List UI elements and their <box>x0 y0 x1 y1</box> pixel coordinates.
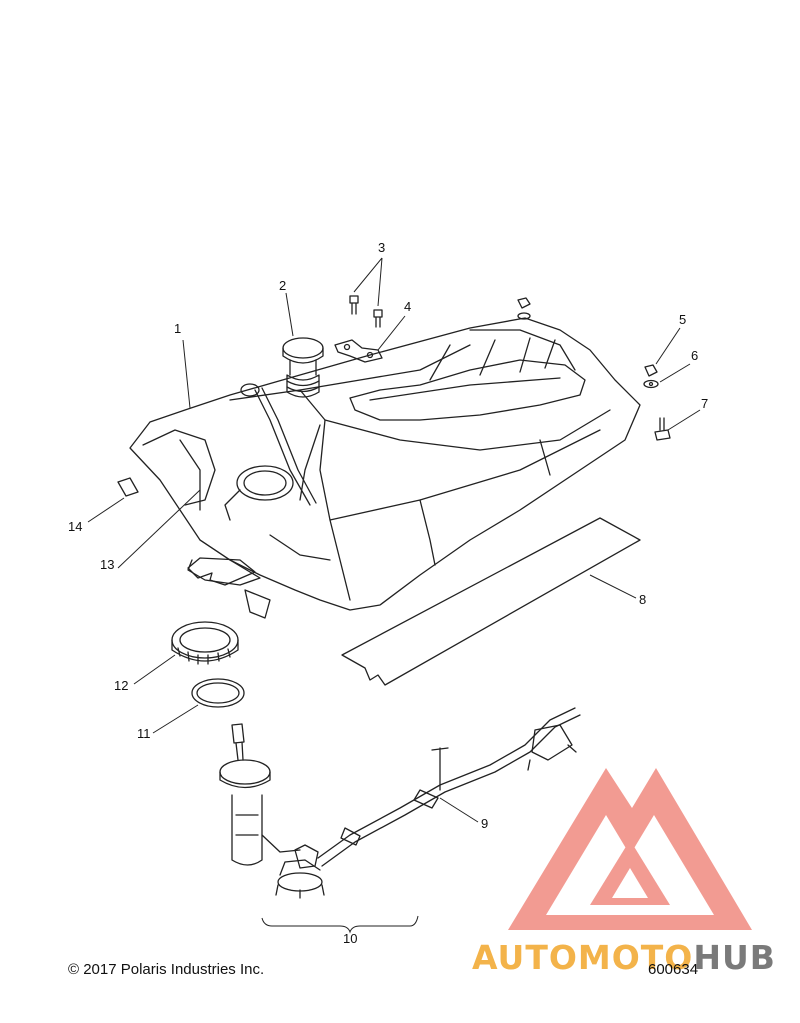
stud-drawing <box>654 417 671 441</box>
callout-9: 9 <box>481 816 488 831</box>
callout-11: 11 <box>137 726 151 741</box>
callout-14: 14 <box>68 519 82 534</box>
fuel-pump-drawing <box>219 723 325 899</box>
callout-4: 4 <box>404 299 411 314</box>
nut-washer-drawing <box>517 297 659 389</box>
callout-8: 8 <box>639 592 646 607</box>
callout-2: 2 <box>279 278 286 293</box>
bolts-drawing <box>349 295 383 328</box>
fuel-lines-drawing <box>317 707 581 867</box>
callout-12: 12 <box>114 678 128 693</box>
callout-1: 1 <box>174 321 181 336</box>
callout-6: 6 <box>691 348 698 363</box>
callout-3: 3 <box>378 240 385 255</box>
callout-13: 13 <box>100 557 114 572</box>
callout-7: 7 <box>701 396 708 411</box>
fuel-tank-drawing <box>129 317 641 619</box>
callout-10: 10 <box>343 931 357 946</box>
callout-5: 5 <box>679 312 686 327</box>
watermark-logo <box>508 768 752 930</box>
heat-shield-drawing <box>341 517 641 686</box>
copyright-text: © 2017 Polaris Industries Inc. <box>68 961 265 978</box>
watermark-text: AUTOMOTOHUB <box>472 938 776 977</box>
bracket-drawing <box>334 339 383 363</box>
gasket-drawing <box>191 678 245 708</box>
lock-ring-drawing <box>171 621 239 665</box>
gas-cap-drawing <box>282 337 324 398</box>
diagram-part-number: 600634 <box>648 961 699 978</box>
